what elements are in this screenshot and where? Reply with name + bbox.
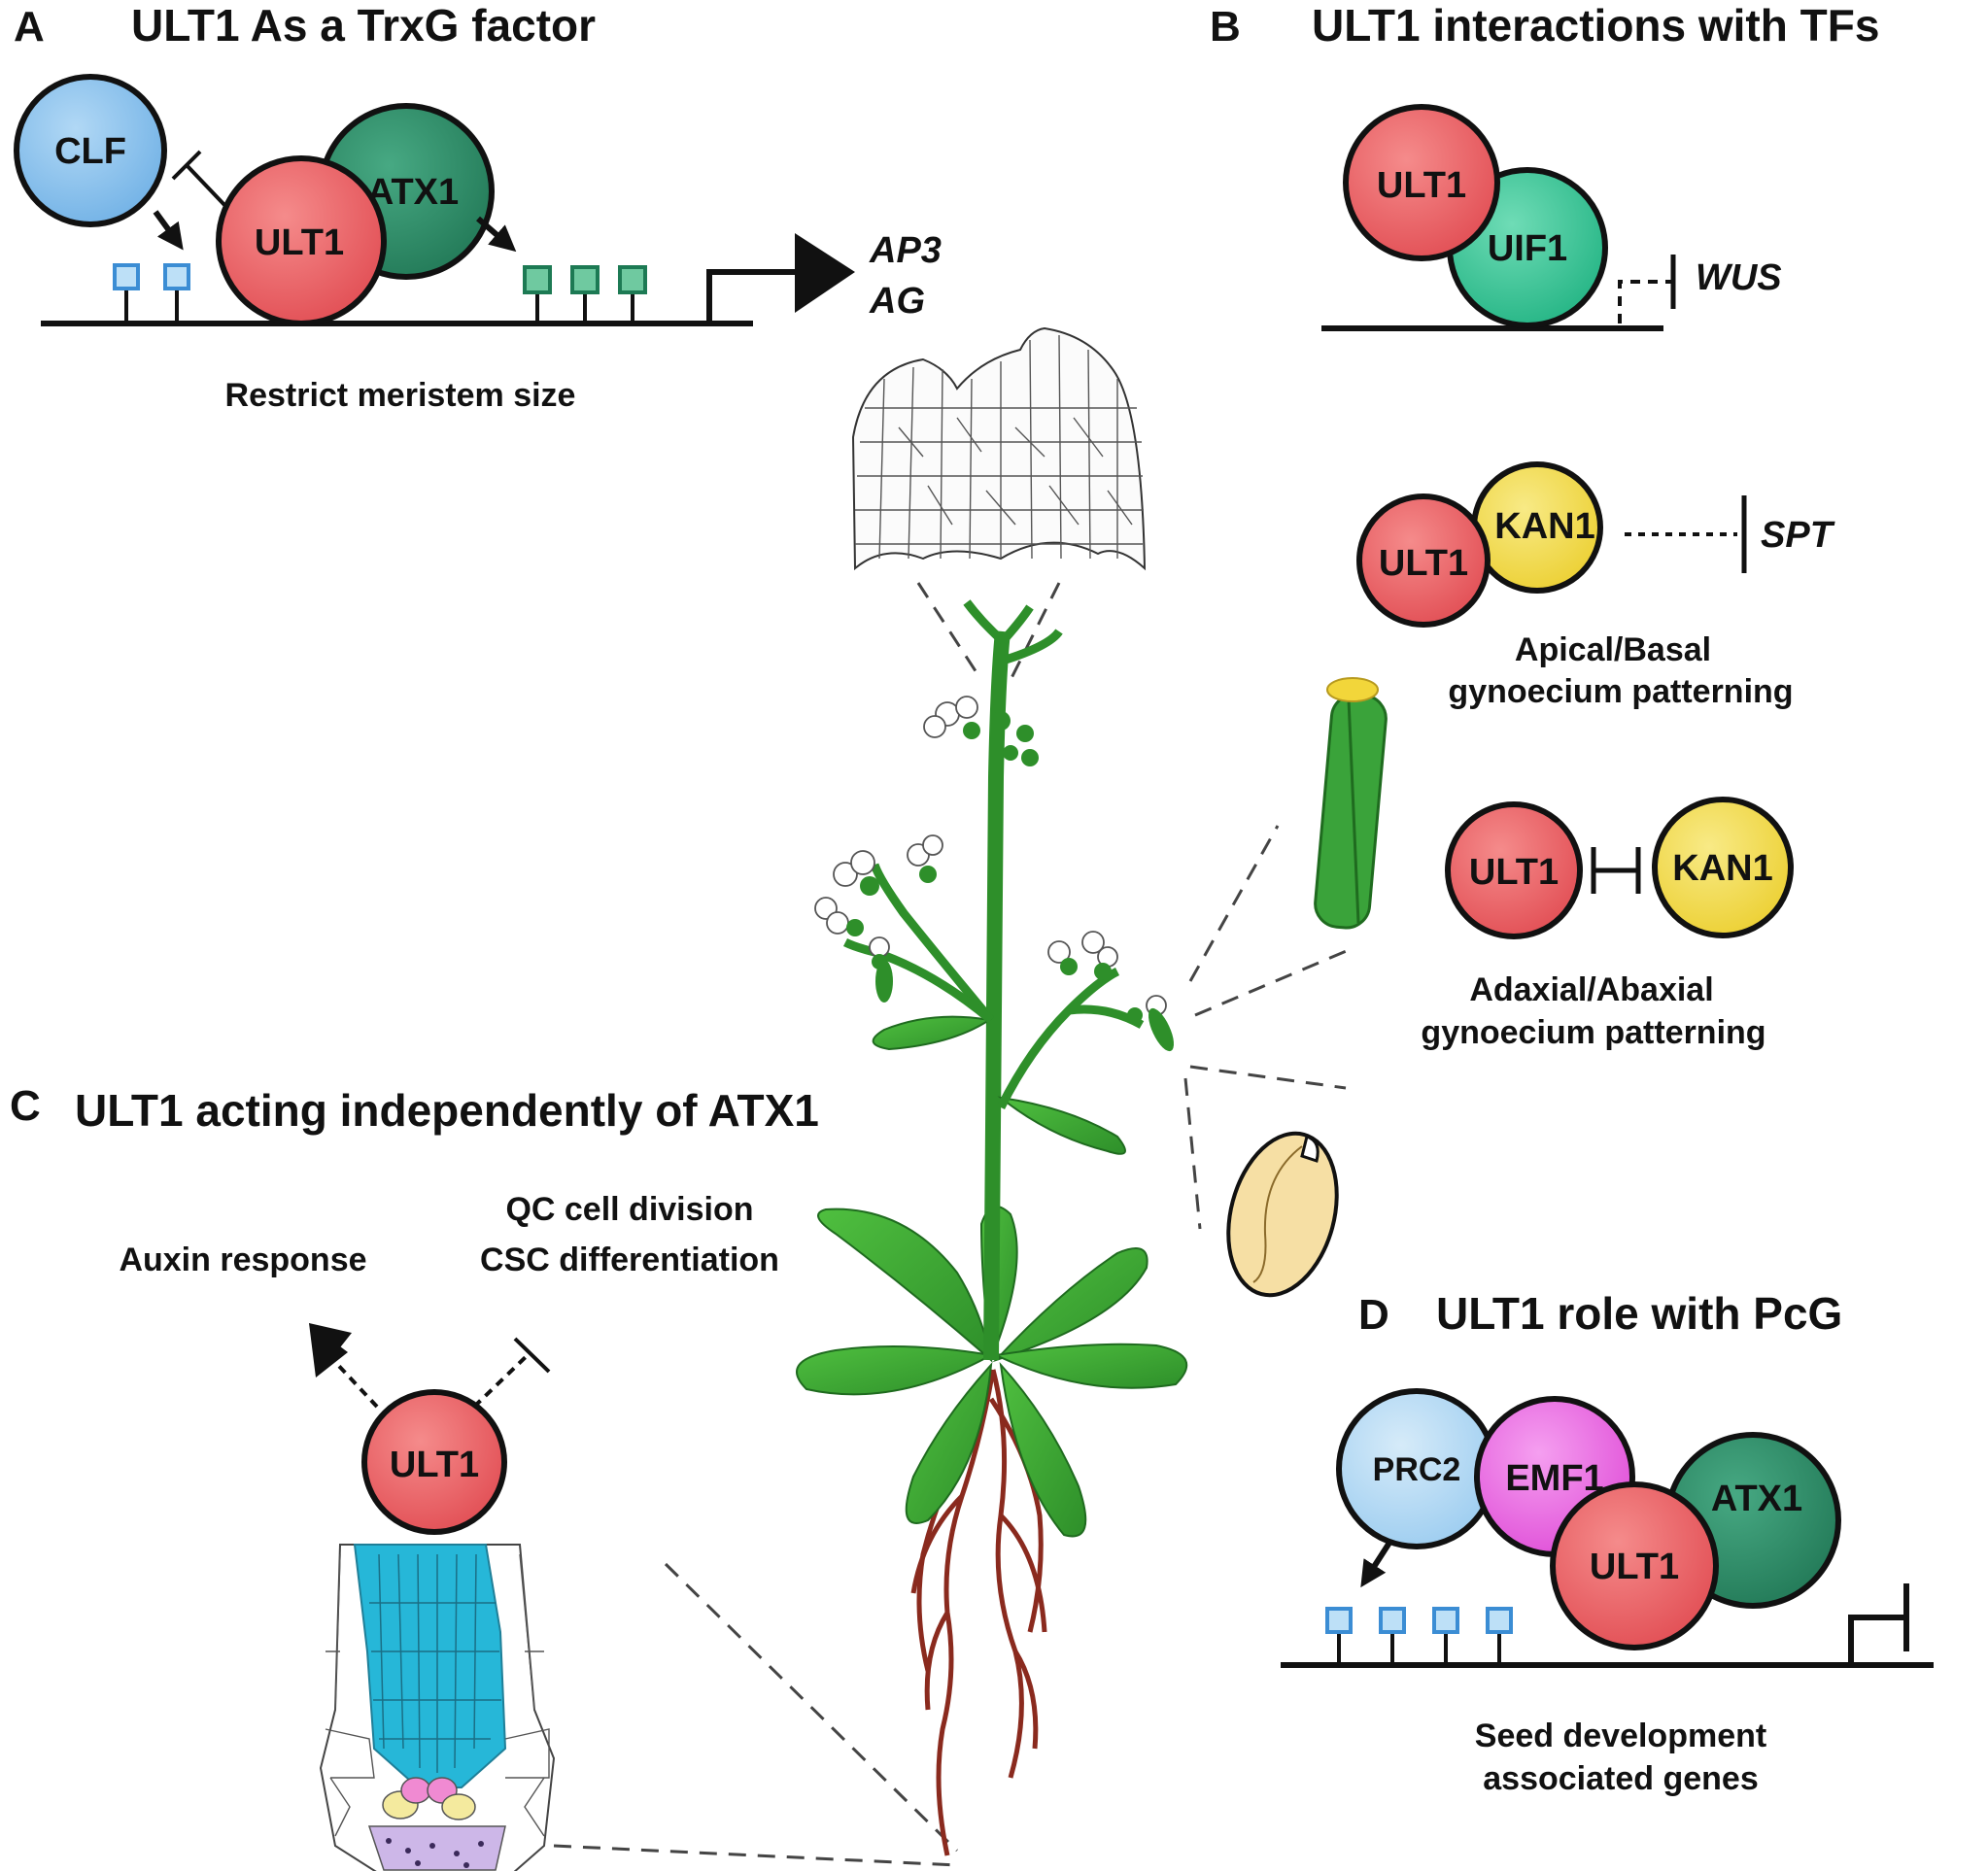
h3k27-marks-d [1325,1607,1513,1665]
ult1-protein-d [1550,1481,1719,1650]
panel-b: B ULT1 interactions with TFs UIF1 ULT1 W… [1210,0,1879,1051]
ult1-label-d: ULT1 [1590,1547,1679,1587]
panel-b-row3-caption-1: Adaxial/Abaxial [1469,971,1713,1008]
meristem-zoom-line-1 [916,582,983,681]
ult1-protein-b3 [1445,801,1583,939]
uif1-label: UIF1 [1488,228,1567,269]
arabidopsis-plant-illustration [796,326,1388,1856]
roots [910,1369,1047,1856]
stele-region [353,1544,507,1788]
flowers [814,696,1175,1052]
inhibition-bar-a [171,150,202,181]
qc-cells [400,1777,431,1804]
rosette-leaves [796,1206,1188,1538]
seed-zoom-line-1 [1189,1065,1347,1090]
promoter-path-d [1848,1615,1904,1665]
gynoecium-zoom-line-2 [1194,945,1356,1017]
prc2-arrow [1360,1541,1392,1588]
kan1-protein-b3 [1652,797,1794,938]
wus-repression-path [1618,280,1671,323]
silique-small-right [1148,1007,1175,1052]
gynoecium-drawing [1188,677,1388,1017]
panel-b-row2-caption-1: Apical/Basal [1515,631,1711,668]
stigma [1326,677,1379,702]
kan1-label-b2: KAN1 [1494,506,1594,547]
ult1-label-b3: ULT1 [1469,852,1559,893]
seed-zoom-line-2 [1183,1077,1202,1230]
promoter-arrow-a [706,269,797,323]
promoter-arrowhead-a [795,233,855,313]
panel-c-letter: C [10,1082,41,1130]
target-label-wus: WUS [1696,257,1782,298]
clf-protein [14,74,167,227]
h3k4-marks-a [523,265,647,323]
panel-b-letter: B [1210,3,1241,51]
panel-d-caption-2: associated genes [1483,1760,1758,1797]
ult1-protein-b2 [1356,493,1491,628]
panel-d-letter: D [1358,1291,1389,1339]
target-label-spt: SPT [1761,515,1835,556]
cauline-leaves [872,1015,1126,1155]
panel-b-title: ULT1 interactions with TFs [1312,0,1879,51]
gynoecium-zoom-line-1 [1188,825,1280,982]
ult1-protein-a [216,155,387,326]
panel-c-label-csc: CSC differentiation [480,1242,779,1278]
panel-b-row2-caption-2: gynoecium patterning [1448,673,1793,710]
atx1-arrow [476,216,517,253]
ult1-label-a: ULT1 [255,222,344,263]
ult1-label-b2: ULT1 [1379,543,1468,584]
gene-label-ap3: AP3 [869,230,942,271]
panel-a-caption: Restrict meristem size [225,377,576,414]
panel-c-label-qc: QC cell division [505,1191,753,1228]
root-zoom-line-1 [664,1562,959,1853]
qc-inhibition-bar [513,1337,551,1374]
prc2-label: PRC2 [1373,1451,1461,1488]
meristem-zoom-line-2 [1009,582,1061,681]
panel-c: C ULT1 acting independently of ATX1 Auxi… [10,1082,959,1871]
silique-small-left [875,960,893,1003]
qc-dashed-line [472,1351,531,1409]
atx1-label-d: ATX1 [1711,1479,1802,1519]
ult1-label-c: ULT1 [390,1445,479,1485]
ult1-inhibits-clf [185,163,227,208]
panel-d: D ULT1 role with PcG PRC2 EMF1 ATX1 ULT1… [1281,1288,1934,1797]
columella-cells [367,1825,506,1871]
root-tip-illustration [319,1544,556,1871]
gene-label-ag: AG [869,281,925,322]
panel-b-row3-caption-2: gynoecium patterning [1421,1014,1765,1051]
seed-coat [1226,1131,1339,1298]
kan1-label-b3: KAN1 [1672,848,1772,889]
emf1-label: EMF1 [1505,1458,1603,1499]
h3k27-marks-a [113,263,190,323]
panel-a-letter: A [14,3,45,51]
seed-drawing [1183,1065,1347,1298]
ult1-protein-b1 [1343,104,1500,261]
clf-arrow [153,210,184,251]
clf-label: CLF [54,131,126,172]
atx1-label: ATX1 [367,172,459,213]
root-zoom-line-2 [553,1844,958,1867]
ult1-label-b1: ULT1 [1377,165,1466,206]
auxin-dashed-line [333,1360,379,1409]
auxin-arrowhead-fill [309,1323,352,1370]
panel-d-caption-1: Seed development [1475,1718,1766,1754]
panel-d-title: ULT1 role with PcG [1436,1288,1842,1339]
panel-a-title: ULT1 As a TrxG factor [131,0,596,51]
panel-c-title: ULT1 acting independently of ATX1 [75,1085,819,1136]
panel-a: A ULT1 As a TrxG factor AP3 AG CLF ATX1 [14,0,942,414]
panel-c-label-auxin: Auxin response [119,1242,366,1278]
ult1-protein-c [361,1389,507,1535]
meristem-drawing [851,326,1147,571]
main-stem [983,630,1011,1361]
